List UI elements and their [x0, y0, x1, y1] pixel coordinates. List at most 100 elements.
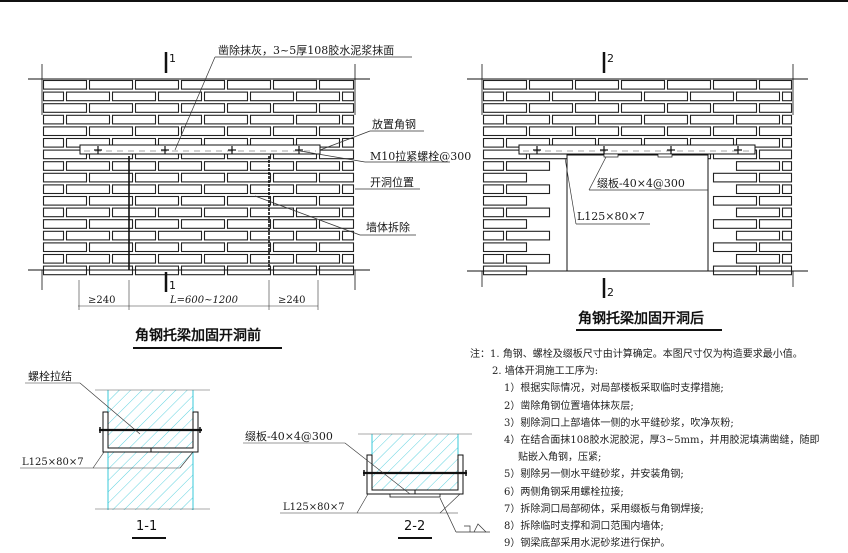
brick	[712, 172, 758, 183]
brick	[88, 219, 134, 229]
brick	[318, 79, 355, 90]
brick	[735, 230, 781, 241]
brick	[111, 230, 157, 241]
callout-batten-plate: 缀板-40×4@300	[597, 176, 685, 190]
brick	[689, 91, 735, 102]
angle-steel-right-2	[414, 454, 464, 495]
angle-steel-beam-after	[518, 144, 756, 155]
brick	[781, 207, 793, 218]
brick	[203, 161, 249, 171]
brick	[666, 126, 712, 137]
brick	[781, 253, 793, 264]
brick	[42, 103, 88, 113]
brick	[203, 114, 249, 125]
brick	[111, 91, 157, 102]
brick	[482, 195, 528, 206]
brick	[226, 172, 272, 183]
brick	[597, 114, 643, 125]
brick	[505, 91, 551, 102]
brick	[226, 195, 272, 206]
brick	[249, 114, 295, 125]
weld-symbol-icon	[439, 497, 490, 533]
construction-notes: 注：1. 角钢、螺栓及缀板尺寸由计算确定。本图尺寸仅为构造要求最小值。 2. 墙…	[470, 346, 848, 552]
brick	[134, 195, 180, 206]
angle-steel-right	[150, 411, 199, 453]
brick	[203, 207, 249, 218]
callout-opening: 开洞位置	[370, 175, 414, 189]
brick	[735, 184, 781, 195]
brick	[42, 184, 65, 195]
brick	[157, 161, 203, 171]
brick	[226, 242, 272, 253]
brick	[226, 79, 272, 90]
brick	[620, 103, 666, 113]
brick	[65, 114, 111, 125]
angle-steel-beam	[79, 144, 321, 155]
brick	[272, 126, 318, 137]
brick	[341, 230, 355, 241]
brick	[42, 91, 65, 102]
callout-wall-removal: 墙体拆除	[366, 220, 410, 234]
brick	[666, 103, 712, 113]
brick	[712, 265, 758, 276]
brick	[735, 253, 781, 264]
brick	[65, 184, 111, 195]
note-step: 7）拆除洞口局部砌体，采用缀板与角钢焊接;	[504, 503, 704, 515]
batten-plate-2	[389, 493, 441, 498]
brick	[249, 230, 295, 241]
brick	[781, 137, 793, 148]
callout-angle-after: L125×80×7	[577, 210, 645, 223]
brick	[758, 149, 793, 160]
callout-batten-plate-2: 缀板-40×4@300	[245, 429, 333, 443]
batten-plate	[657, 153, 673, 158]
note-step: 5）剔除另一侧水平缝砂浆，并安装角钢;	[504, 469, 684, 481]
brick	[318, 242, 355, 253]
brick	[318, 103, 355, 113]
note-step: 4）在结合面抹108胶水泥胶泥，厚3~5mm，并用胶泥填满凿缝，随即	[504, 435, 820, 447]
note-item: 注：1. 角钢、螺栓及缀板尺寸由计算确定。本图尺寸仅为构造要求最小值。	[470, 349, 803, 360]
brick	[318, 219, 355, 229]
note-step: 8）拆除临时支撑和洞口范围内墙体;	[504, 521, 664, 533]
brick	[111, 114, 157, 125]
brick	[134, 172, 180, 183]
dim-left: ≥240	[88, 295, 115, 306]
brick	[528, 103, 574, 113]
brick	[318, 195, 355, 206]
brick	[157, 253, 203, 264]
batten-plate	[603, 153, 619, 158]
dim-right: ≥240	[278, 295, 305, 306]
brick	[226, 103, 272, 113]
brick	[781, 230, 793, 241]
bolt-markers	[94, 146, 303, 154]
brick	[758, 219, 793, 229]
brick	[272, 195, 318, 206]
brick	[111, 184, 157, 195]
brick	[295, 230, 341, 241]
brick	[781, 114, 793, 125]
brick	[551, 114, 597, 125]
brick	[341, 161, 355, 171]
brick	[65, 230, 111, 241]
brick	[482, 103, 528, 113]
brick	[42, 230, 65, 241]
brick	[203, 184, 249, 195]
brick	[735, 207, 781, 218]
brick	[712, 103, 758, 113]
callout-bolt: M10拉紧螺栓@300	[370, 149, 471, 163]
note-step: 6）两侧角钢采用螺栓拉接;	[504, 486, 624, 498]
brick	[574, 103, 620, 113]
brick	[65, 207, 111, 218]
brick	[42, 137, 65, 148]
brick	[157, 91, 203, 102]
brick	[203, 91, 249, 102]
brick	[712, 79, 758, 90]
brick	[574, 126, 620, 137]
brick	[551, 91, 597, 102]
brick	[758, 172, 793, 183]
brick	[341, 253, 355, 264]
brick	[712, 219, 758, 229]
brick	[482, 184, 505, 195]
title-section-1-1: 1-1	[136, 519, 157, 534]
brick	[318, 126, 355, 137]
note-step: 贴嵌入角钢，压紧;	[518, 452, 602, 464]
